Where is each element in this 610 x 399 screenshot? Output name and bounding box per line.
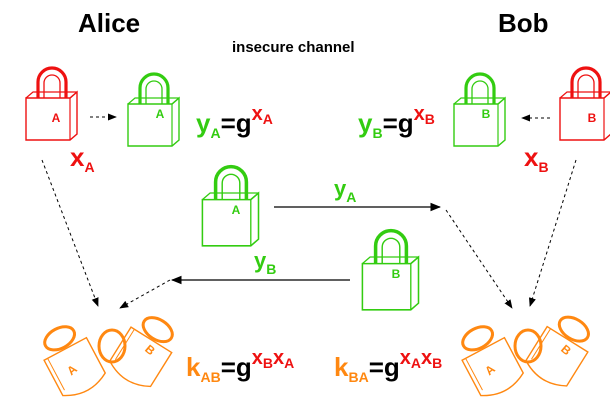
shared-key-right-icon: A B [450,306,602,399]
key-ba-equation: kBA=gxAxB [334,347,442,385]
alice-sent-lock-icon: A [200,164,261,248]
bob-private-lock-icon: B [558,66,610,142]
bob-secret-to-key-arrow [529,159,577,307]
alice-private-lock-letter: A [52,111,61,125]
alice-sent-lock-letter: A [232,203,241,217]
alice-public-equation: yA=gxA [196,103,273,141]
alice-received-to-key-arrow [119,279,171,309]
alice-secret-to-key-arrow [41,159,99,307]
alice-public-lock-letter: A [156,107,165,121]
alice-private-lock-icon: A [24,66,79,142]
alice-secret-label: xA [70,142,95,175]
bob-label: Bob [498,8,549,38]
bob-received-to-key-arrow [445,209,513,309]
bob-private-lock-letter: B [588,111,597,125]
message-to-bob-label: yA [334,176,356,205]
channel-label: insecure channel [232,39,355,56]
alice-label: Alice [78,8,140,38]
bob-public-lock-letter: B [482,107,491,121]
bob-secret-label: xB [524,142,549,175]
bob-public-lock-icon: B [452,72,507,148]
alice-public-lock-icon: A [126,72,181,148]
bob-sent-lock-letter: B [392,267,401,281]
bob-sent-lock-icon: B [360,228,421,312]
shared-key-left-icon: A B [32,306,185,399]
key-ab-equation: kAB=gxBxA [186,347,294,385]
bob-public-equation: yB=gxB [358,103,435,141]
message-to-alice-label: yB [254,248,276,277]
